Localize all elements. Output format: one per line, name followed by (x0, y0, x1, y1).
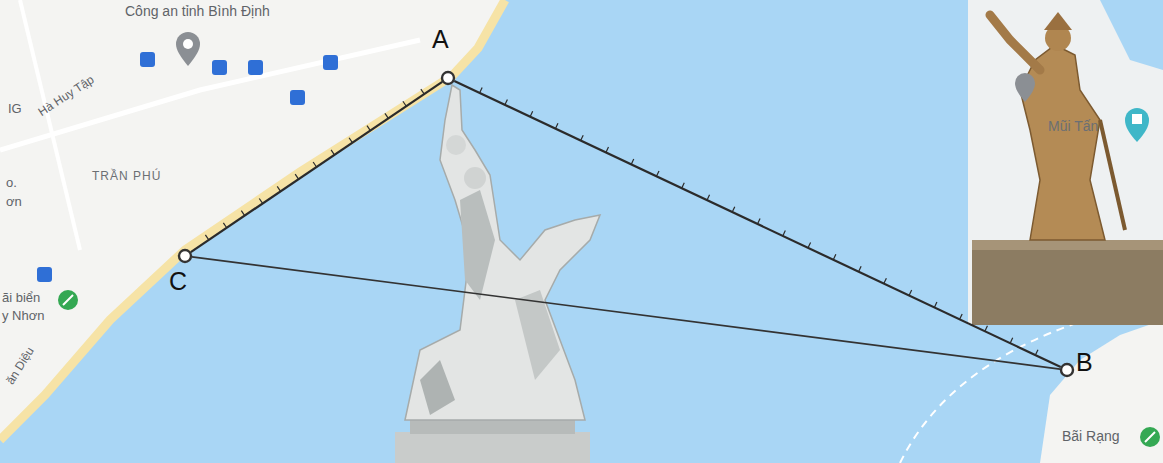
scale-tick (555, 123, 558, 128)
scale-tick (581, 135, 584, 140)
scale-tick (606, 147, 609, 152)
scale-tick (707, 195, 710, 200)
map-label: ãi biển (2, 291, 40, 305)
point-label: C (169, 269, 187, 294)
scale-tick (505, 99, 508, 104)
map-label: y Nhơn (2, 309, 45, 323)
scale-tick (985, 326, 988, 331)
scale-tick (808, 242, 811, 247)
land (0, 0, 505, 440)
scale-tick (277, 186, 280, 191)
scale-tick (313, 162, 316, 167)
point-marker: A (439, 69, 457, 87)
segment-line (454, 81, 1060, 367)
warrior-statue (968, 0, 1163, 325)
scale-tick (859, 266, 862, 271)
map-label: Bãi Rạng (1062, 429, 1120, 444)
scale-tick (480, 87, 483, 92)
scale-tick (1010, 338, 1013, 343)
scale-tick (421, 89, 424, 94)
point-marker: C (176, 247, 194, 265)
place-icon (1125, 108, 1149, 142)
scale-tick (884, 278, 887, 283)
point-circle (442, 72, 454, 84)
segment-line (192, 257, 1060, 369)
scale-tick (783, 230, 786, 235)
point-circle (1061, 364, 1073, 376)
map-label: ăn Diệu (4, 345, 37, 387)
pin-icon (1015, 73, 1035, 102)
beach (0, 0, 505, 440)
map-label: Mũi Tấn (1048, 119, 1098, 134)
scale-tick (241, 211, 244, 216)
scale-tick (682, 183, 685, 188)
scale-tick (295, 174, 298, 179)
point-circle (439, 69, 457, 87)
scale-tick (530, 111, 533, 116)
bus-icon (37, 52, 338, 282)
land (1040, 320, 1163, 463)
map-label: Hà Huy Tập (36, 73, 97, 119)
point-circle (179, 250, 191, 262)
scale-tick (403, 101, 406, 106)
road (20, 0, 80, 250)
scale-tick (732, 207, 735, 212)
map-label: IG (8, 102, 22, 116)
scale-tick (385, 113, 388, 118)
map-label: ơn (6, 195, 22, 209)
scale-tick (1035, 350, 1038, 355)
scale-tick (367, 126, 370, 131)
map-label: Công an tỉnh Bình Định (125, 4, 270, 19)
scale-tick (259, 198, 262, 203)
point-label: A (432, 27, 449, 52)
road (0, 40, 420, 150)
scale-tick (331, 150, 334, 155)
point-circle (1058, 361, 1076, 379)
beach-icon (1140, 427, 1160, 447)
scale-tick (758, 219, 761, 224)
scale-tick (934, 302, 937, 307)
scale-tick (349, 138, 352, 143)
scale-tick (909, 290, 912, 295)
scale-tick (205, 235, 208, 240)
scale-tick (656, 171, 659, 176)
scale-tick (631, 159, 634, 164)
pin-icon (176, 32, 200, 66)
point-marker: B (1058, 361, 1076, 379)
beach-icon (58, 290, 78, 310)
scale-tick (223, 223, 226, 228)
map-label: o. (6, 176, 17, 190)
segment-line (191, 82, 442, 252)
scale-tick (833, 254, 836, 259)
monument-statue (395, 85, 600, 463)
map-label: TRẦN PHÚ (92, 170, 161, 183)
point-label: B (1076, 350, 1093, 375)
scale-tick (960, 314, 963, 319)
point-circle (176, 247, 194, 265)
